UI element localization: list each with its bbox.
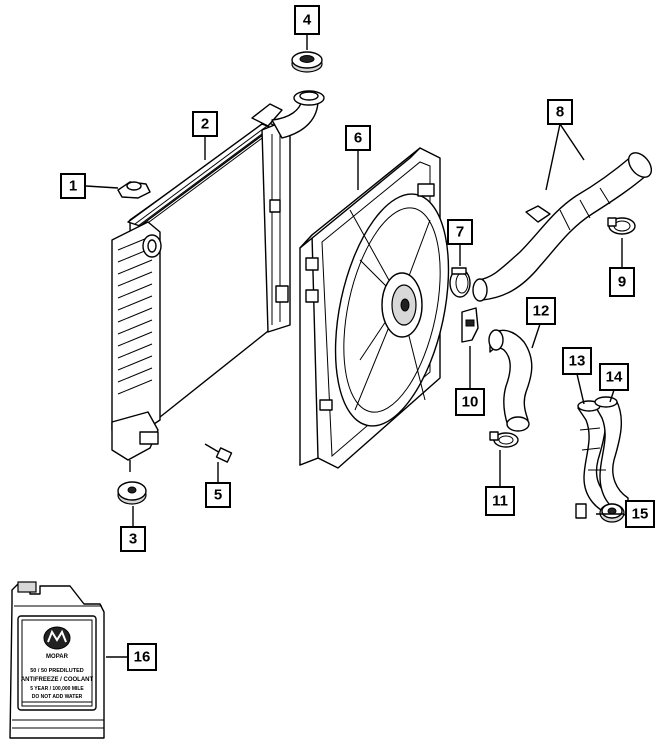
filler-neck (271, 90, 325, 139)
callout-3: 3 (120, 526, 146, 552)
callout-10: 10 (455, 388, 485, 416)
callout-13: 13 (562, 347, 592, 375)
callout-13-label: 13 (569, 353, 586, 370)
callout-6-label: 6 (354, 130, 362, 147)
callout-2-label: 2 (201, 116, 209, 133)
jug-line4: DO NOT ADD WATER (32, 694, 83, 700)
callout-5-label: 5 (214, 487, 222, 504)
callout-1-label: 1 (69, 178, 77, 195)
part-1-cap (117, 181, 151, 199)
callout-4-label: 4 (303, 12, 312, 29)
heater-hose-assembly (575, 396, 629, 523)
leader-lines (85, 34, 624, 658)
callout-9-label: 9 (618, 274, 626, 291)
callout-7: 7 (447, 219, 473, 245)
part-10-bracket (461, 307, 479, 343)
callout-10-label: 10 (462, 394, 479, 411)
fan-shroud-assembly (299, 147, 450, 469)
callout-8: 8 (547, 99, 573, 125)
callout-15: 15 (625, 500, 655, 528)
part-11-clamp (489, 431, 519, 448)
part-9-clamp (607, 217, 636, 235)
part-3-bushing (117, 481, 147, 505)
callout-16: 16 (127, 643, 157, 671)
callout-12-label: 12 (533, 303, 550, 320)
callout-8-label: 8 (556, 104, 564, 121)
callout-1: 1 (60, 173, 86, 199)
callout-14: 14 (599, 363, 629, 391)
callout-2: 2 (192, 111, 218, 137)
part-8-upper-hose (472, 152, 653, 302)
callout-3-label: 3 (129, 531, 137, 548)
callout-14-label: 14 (606, 369, 623, 386)
callout-11: 11 (485, 486, 515, 516)
antifreeze-jug: MOPAR 50 / 50 PREDILUTED ANTIFREEZE / CO… (9, 581, 105, 739)
jug-brand: MOPAR (46, 654, 69, 660)
callout-4: 4 (294, 5, 320, 35)
part-5-drain-bolt (204, 443, 233, 463)
jug-line1: 50 / 50 PREDILUTED (30, 668, 84, 674)
part-12-lower-hose (488, 329, 533, 432)
jug-line3: 5 YEAR / 100,000 MILE (30, 686, 84, 692)
mopar-logo-icon (43, 626, 71, 650)
callout-6: 6 (345, 125, 371, 151)
callout-9: 9 (609, 267, 635, 297)
radiator (111, 103, 291, 472)
callout-16-label: 16 (134, 649, 151, 666)
callout-5: 5 (205, 482, 231, 508)
callout-11-label: 11 (492, 493, 508, 510)
part-4-pressure-cap (291, 51, 323, 73)
callout-7-label: 7 (456, 224, 464, 241)
part-7-clamp (449, 267, 471, 298)
jug-line2: ANTIFREEZE / COOLANT (21, 677, 94, 683)
callout-12: 12 (526, 297, 556, 325)
callout-15-label: 15 (632, 506, 649, 523)
